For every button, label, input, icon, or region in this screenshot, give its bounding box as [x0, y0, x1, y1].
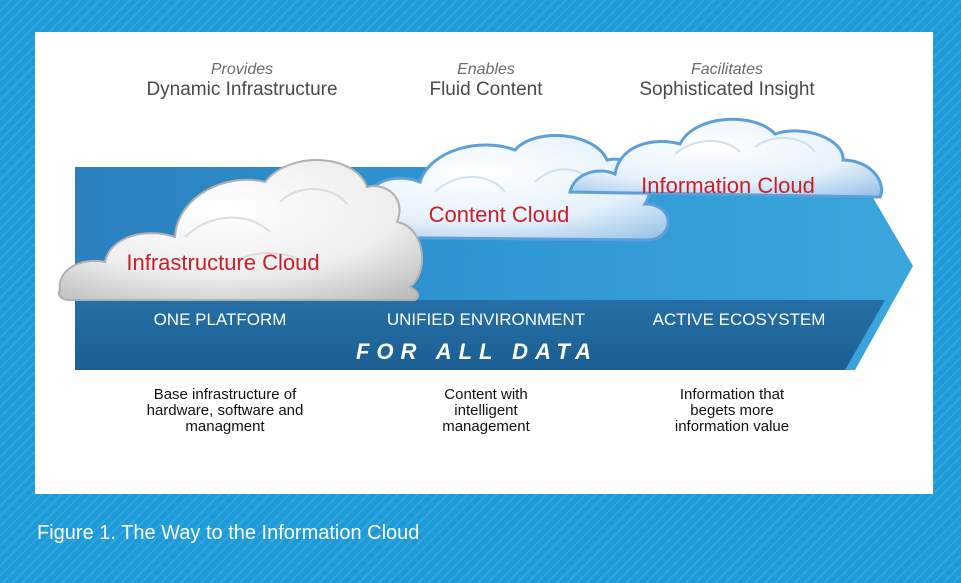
- description-line: Content with: [444, 386, 528, 403]
- stage-description-content: Content with intelligent management: [366, 387, 606, 435]
- description-line: Base infrastructure of: [153, 386, 297, 403]
- stage-verb: Enables: [457, 61, 515, 78]
- stage-heading-content: Enables Fluid Content: [356, 60, 616, 101]
- description-line: Information that: [679, 386, 785, 403]
- cloud-evolution-diagram: Infrastructure Cloud Content Cloud Infor…: [57, 117, 913, 370]
- stage-noun: Sophisticated Insight: [639, 79, 815, 100]
- stage-description-infrastructure: Base infrastructure of hardware, softwar…: [105, 387, 345, 435]
- stage-verb: Facilitates: [690, 61, 764, 78]
- figure-caption: Figure 1. The Way to the Information Clo…: [37, 522, 420, 544]
- information-cloud-label: Information Cloud: [641, 173, 815, 198]
- information-cloud-shape: [568, 117, 883, 199]
- description-line: begets more: [690, 402, 774, 419]
- stage-description-information: Information that begets more information…: [612, 387, 852, 435]
- band-label-unified-environment: UNIFIED ENVIRONMENT: [387, 310, 585, 329]
- diagram-panel: Infrastructure Cloud Content Cloud Infor…: [35, 32, 933, 494]
- tagline: FOR ALL DATA: [356, 339, 598, 364]
- description-line: intelligent: [454, 402, 518, 419]
- infrastructure-cloud-shape: [57, 159, 424, 301]
- stage-noun: Dynamic Infrastructure: [146, 79, 338, 100]
- description-line: managment: [185, 418, 265, 435]
- content-cloud-label: Content Cloud: [429, 202, 570, 227]
- infrastructure-cloud-label: Infrastructure Cloud: [126, 250, 319, 275]
- stage-verb: Provides: [210, 61, 274, 78]
- stage-heading-infrastructure: Provides Dynamic Infrastructure: [112, 60, 372, 101]
- description-line: hardware, software and: [146, 402, 304, 419]
- stage-noun: Fluid Content: [429, 79, 543, 100]
- band-label-one-platform: ONE PLATFORM: [154, 310, 287, 329]
- band-label-active-ecosystem: ACTIVE ECOSYSTEM: [653, 310, 826, 329]
- description-line: information value: [674, 418, 790, 435]
- stage-heading-information: Facilitates Sophisticated Insight: [597, 60, 857, 101]
- arrow-band: [75, 300, 885, 370]
- description-line: management: [442, 418, 530, 435]
